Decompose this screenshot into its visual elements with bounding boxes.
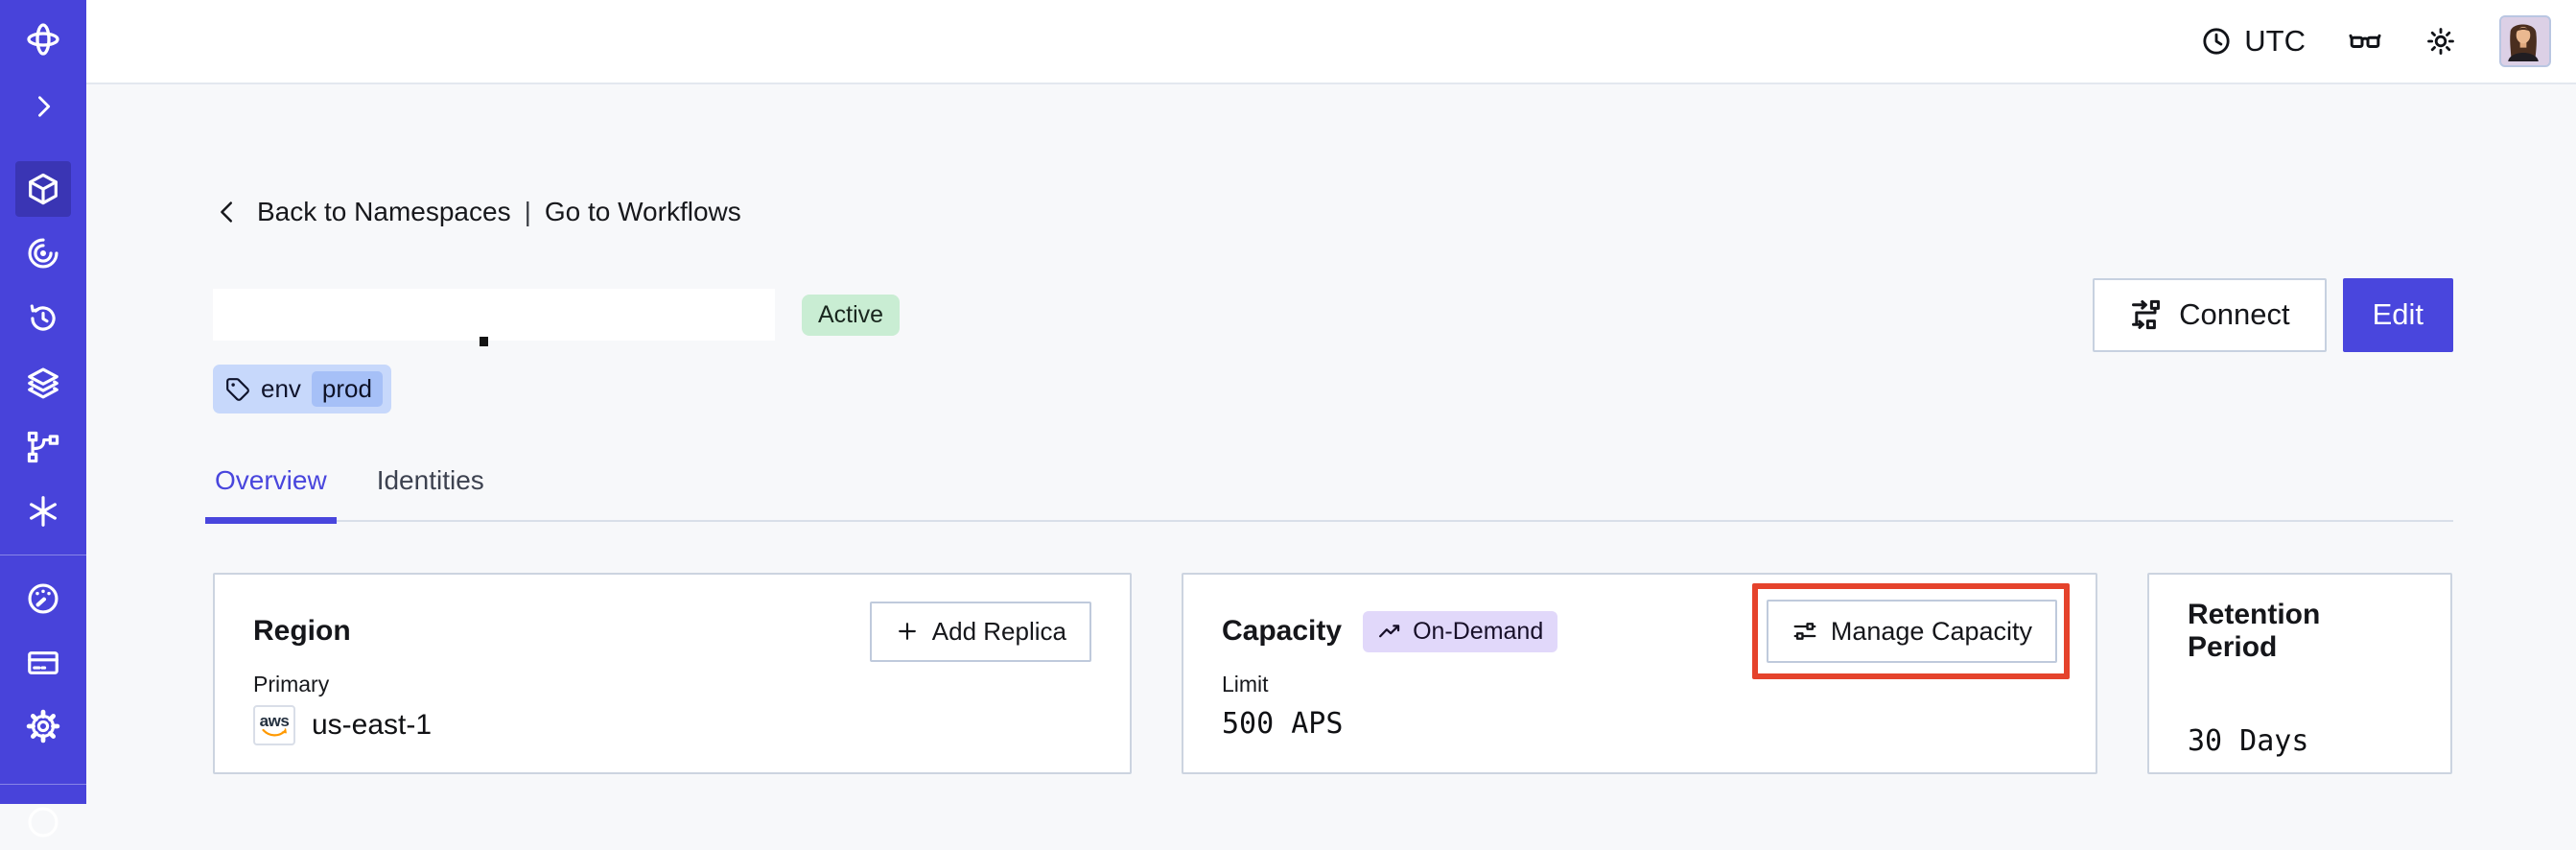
back-to-namespaces-link[interactable]: Back to Namespaces	[257, 197, 511, 226]
on-demand-badge: On-Demand	[1363, 610, 1558, 652]
tab-bar: Overview Identities	[205, 465, 2453, 524]
connect-icon	[2132, 299, 2161, 330]
cube-icon	[29, 173, 58, 205]
retention-value: 30 Days	[2188, 724, 2309, 758]
chevron-left-icon	[221, 201, 232, 223]
branch-icon	[27, 431, 59, 463]
retention-card-title: Retention Period	[2188, 599, 2321, 663]
connect-label: Connect	[2179, 297, 2290, 331]
theme-toggle[interactable]	[2424, 25, 2457, 58]
asterisk-icon	[30, 496, 57, 527]
gear-icon	[26, 709, 60, 744]
summary-cards: Region Add Replica Primary aws us	[213, 573, 2453, 774]
glasses-icon	[2349, 34, 2381, 49]
edit-label: Edit	[2372, 297, 2424, 331]
capacity-value: 500 APS	[1222, 707, 1344, 741]
manage-capacity-label: Manage Capacity	[1830, 616, 2032, 646]
credit-card-icon	[28, 651, 59, 674]
sidebar-item-support[interactable]	[15, 794, 71, 850]
capacity-card: Capacity On-Demand	[1182, 573, 2097, 774]
region-value: us-east-1	[312, 709, 433, 741]
region-value-row: aws us-east-1	[253, 705, 1091, 745]
temporal-logo-icon	[27, 23, 59, 56]
timezone-selector[interactable]: UTC	[2200, 24, 2306, 59]
add-replica-label: Add Replica	[931, 616, 1066, 646]
sidebar-divider	[0, 784, 86, 785]
sidebar-item-usage[interactable]	[15, 571, 71, 626]
tag-row: env prod	[213, 365, 2453, 413]
sidebar-item-nexus[interactable]	[15, 484, 71, 539]
layers-icon	[28, 367, 59, 399]
aws-logo: aws	[253, 705, 295, 745]
region-card-title: Region	[253, 615, 351, 647]
manage-capacity-button[interactable]: Manage Capacity	[1766, 600, 2057, 663]
aws-smile	[262, 727, 287, 736]
retention-card: Retention Period 30 Days	[2147, 573, 2452, 774]
redaction-dot	[480, 337, 488, 346]
sidebar-item-batch[interactable]	[15, 419, 71, 475]
breadcrumb: Back to Namespaces | Go to Workflows	[213, 197, 2453, 227]
env-tag: env prod	[213, 365, 391, 413]
sidebar-expand-button[interactable]	[15, 79, 71, 134]
sliders-icon	[1793, 623, 1816, 640]
sidebar-item-schedules[interactable]	[15, 291, 71, 346]
chevron-right-icon	[38, 96, 51, 117]
sidebar	[0, 0, 86, 838]
retry-clock-icon	[30, 304, 56, 331]
spiral-icon	[28, 238, 59, 269]
breadcrumb-separator: |	[524, 197, 531, 226]
timezone-label: UTC	[2244, 24, 2306, 58]
region-card: Region Add Replica Primary aws us	[213, 573, 1132, 774]
main-content: Back to Namespaces | Go to Workflows Act…	[86, 84, 2576, 804]
temporal-logo[interactable]	[15, 12, 71, 67]
status-badge: Active	[802, 294, 901, 336]
sidebar-item-billing[interactable]	[15, 635, 71, 691]
sidebar-item-settings[interactable]	[15, 698, 71, 754]
avatar-image	[2501, 17, 2545, 61]
gauge-icon	[28, 583, 59, 614]
capacity-limit-label: Limit	[1222, 672, 1269, 697]
sidebar-item-workflows[interactable]	[15, 225, 71, 281]
go-to-workflows-link[interactable]: Go to Workflows	[544, 197, 741, 226]
user-avatar[interactable]	[2499, 15, 2551, 67]
clock-icon	[2203, 28, 2230, 55]
top-bar: UTC	[86, 0, 2576, 84]
add-replica-button[interactable]: Add Replica	[869, 601, 1091, 662]
region-primary-label: Primary	[253, 672, 330, 697]
sidebar-item-deployments[interactable]	[15, 355, 71, 411]
namespace-title-redacted	[213, 289, 775, 346]
connect-button[interactable]: Connect	[2093, 277, 2327, 352]
plus-icon	[898, 623, 916, 640]
tag-icon	[226, 377, 249, 401]
sidebar-item-namespaces[interactable]	[15, 161, 71, 217]
capacity-card-title: Capacity	[1222, 615, 1343, 647]
tab-identities[interactable]: Identities	[376, 465, 484, 495]
tag-value: prod	[311, 371, 383, 407]
labs-toggle[interactable]	[2348, 24, 2382, 59]
namespace-header: Active Connect Edit	[213, 277, 2453, 352]
trending-up-icon	[1379, 624, 1400, 637]
tab-overview[interactable]: Overview	[205, 465, 337, 524]
sun-icon	[2427, 28, 2454, 55]
edit-button[interactable]: Edit	[2342, 277, 2453, 352]
circle-icon	[28, 807, 59, 838]
tag-key: env	[261, 374, 301, 403]
